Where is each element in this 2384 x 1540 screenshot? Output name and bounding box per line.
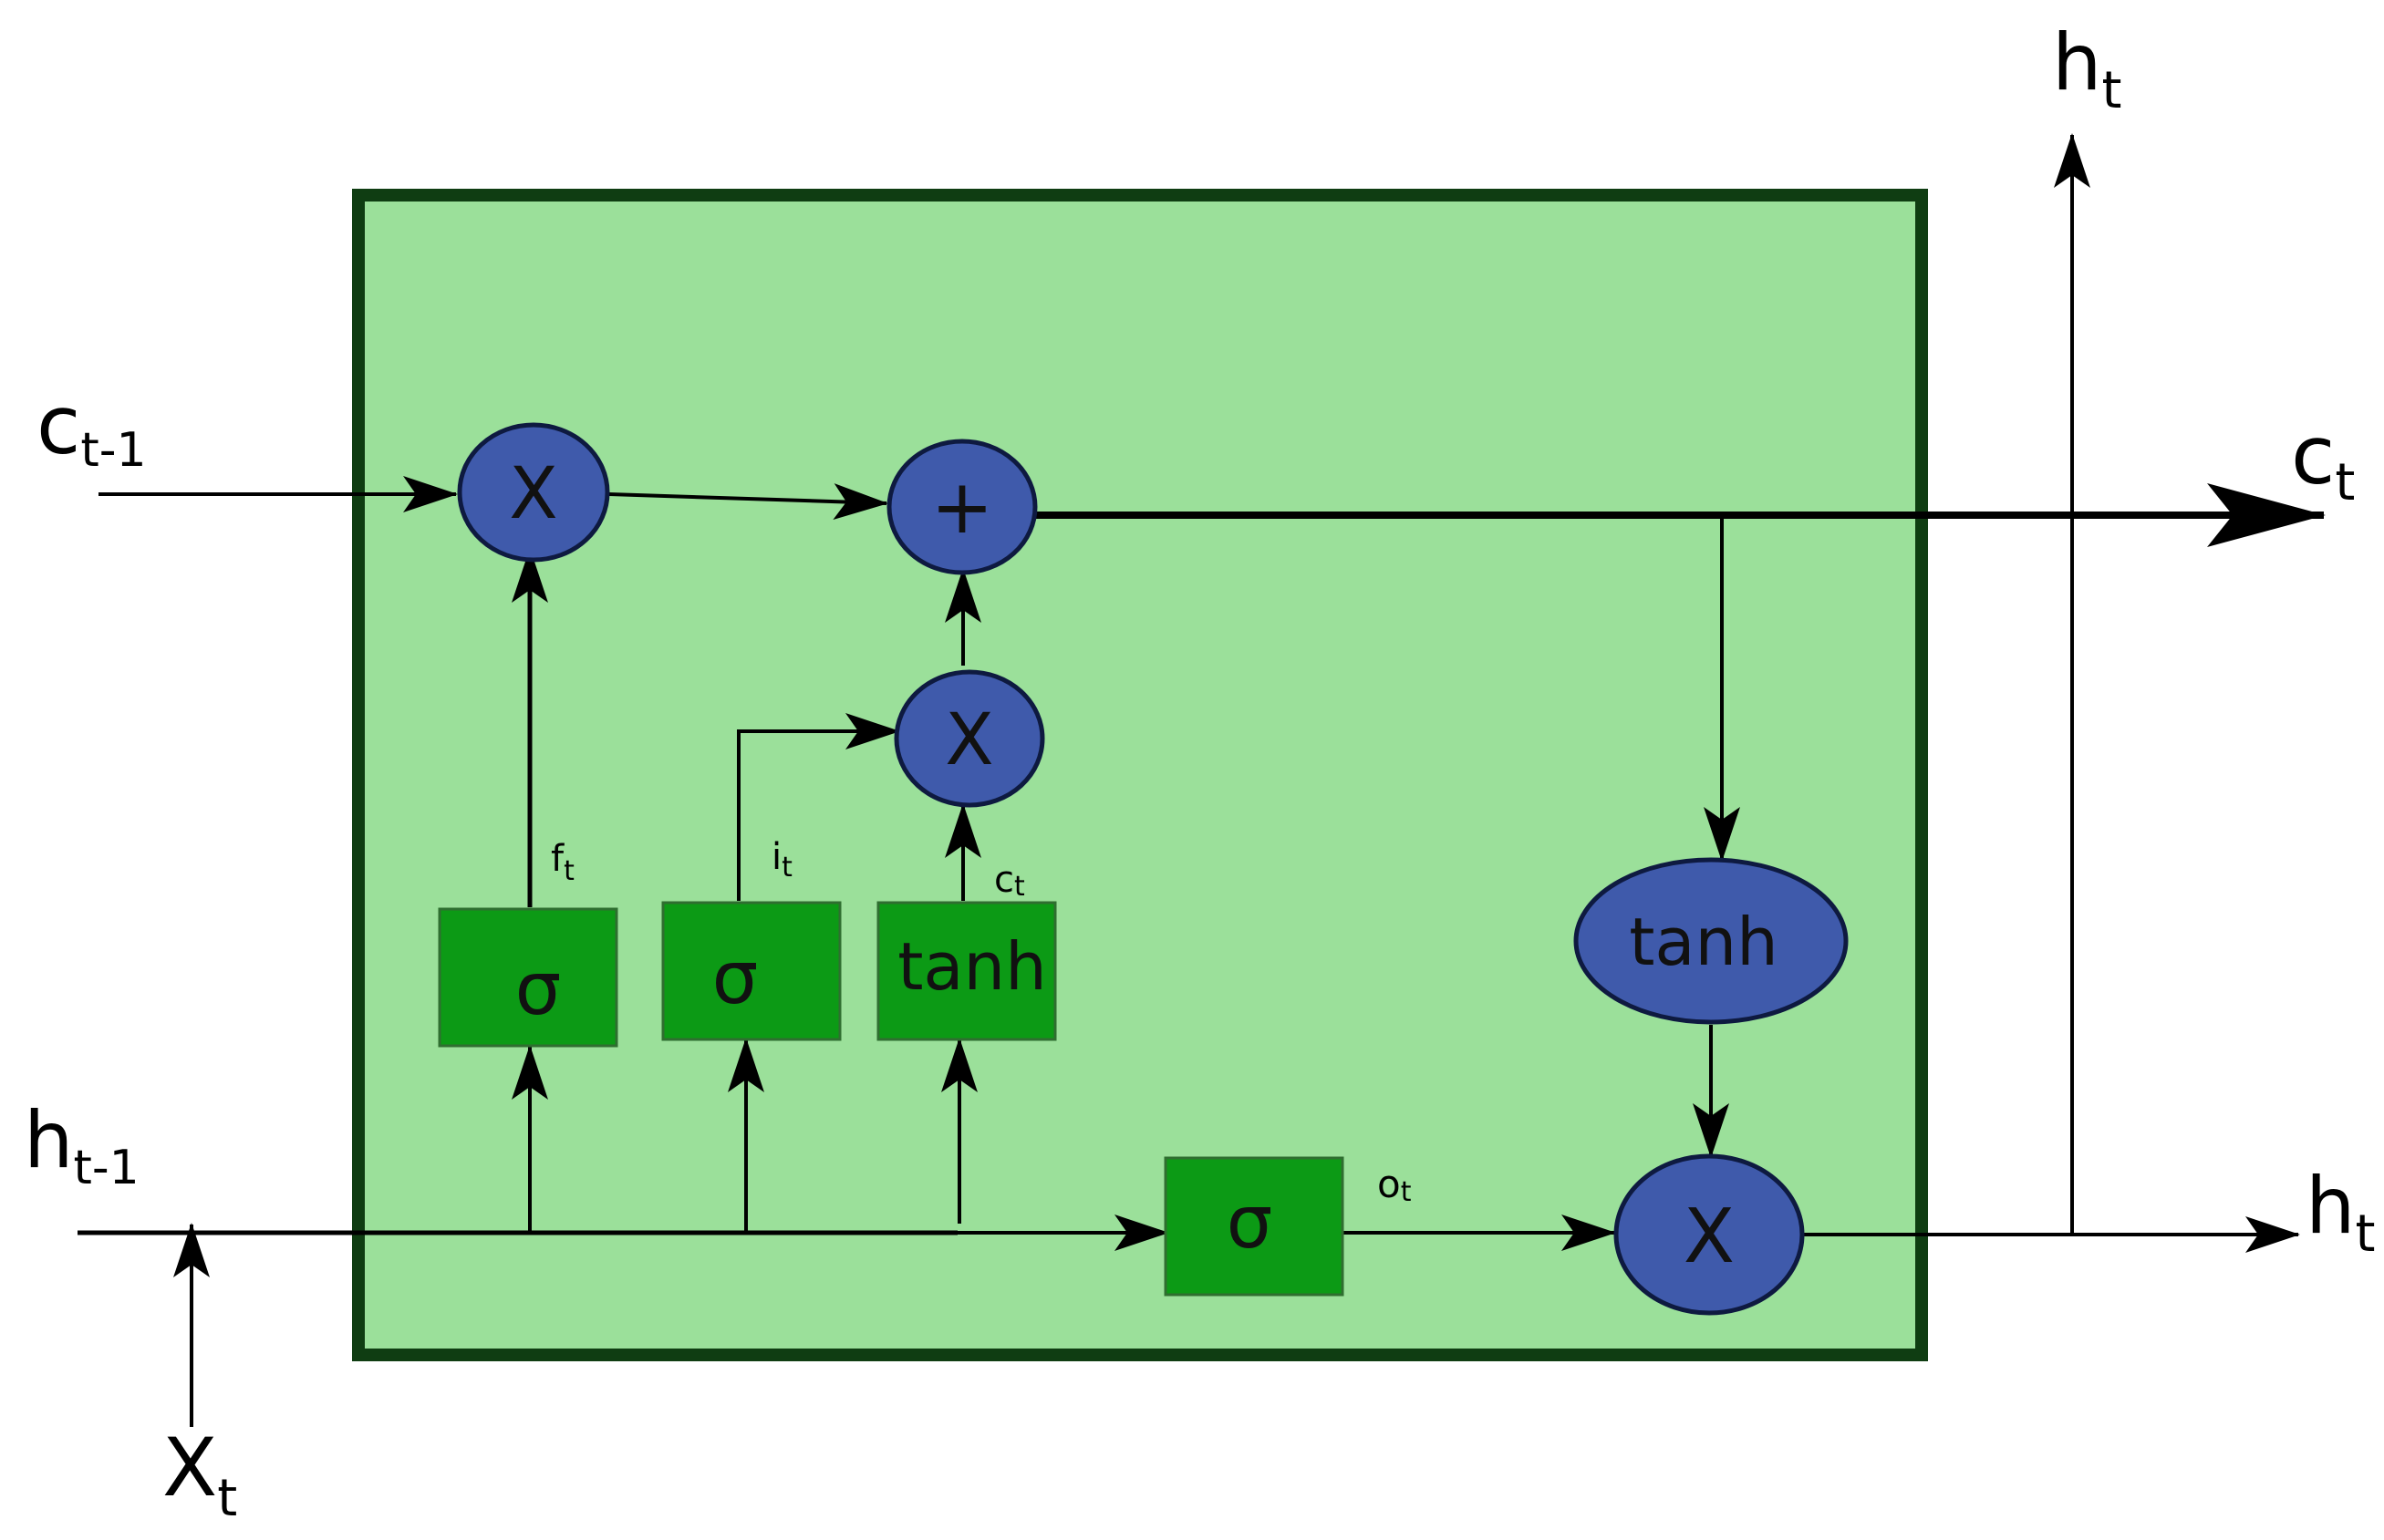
h-output-label: ht <box>2306 1161 2375 1264</box>
forget-multiply-node: X <box>457 422 610 563</box>
tanh-output-node: tanh <box>1573 857 1849 1025</box>
forget-multiply-symbol: X <box>509 453 557 535</box>
h-top-label: ht <box>2052 17 2121 120</box>
x-input-label: Xt <box>162 1421 237 1528</box>
h-prev-label: ht-1 <box>24 1095 140 1195</box>
lstm-cell-box <box>352 189 1928 1361</box>
tanh-output-label: tanh <box>1629 904 1778 980</box>
connections <box>78 133 2326 1427</box>
input-gate-to-mult-arrow <box>737 713 900 901</box>
add-node: + <box>886 439 1038 575</box>
input-multiply-node: X <box>894 669 1045 808</box>
c-output-label: ct <box>2291 408 2355 512</box>
output-multiply-symbol: X <box>1684 1194 1735 1280</box>
forget-gate: σ <box>438 907 618 1048</box>
forget-gate-symbol: σ <box>515 946 562 1031</box>
input-gate: σ <box>661 901 842 1041</box>
candidate-gate-label: tanh <box>897 928 1047 1005</box>
output-multiply-node: X <box>1613 1153 1805 1316</box>
output-gate-symbol: σ <box>1227 1180 1273 1265</box>
forget-to-add-arrow <box>608 483 888 521</box>
output-gate-output-label: ot <box>1377 1162 1412 1208</box>
add-symbol: + <box>931 464 994 551</box>
input-multiply-symbol: X <box>945 699 993 781</box>
input-gate-symbol: σ <box>712 935 759 1020</box>
output-gate: σ <box>1164 1156 1344 1297</box>
input-gate-output-label: it <box>772 836 793 884</box>
c-prev-label: ct-1 <box>36 378 147 478</box>
candidate-output-label: ct <box>994 859 1025 903</box>
forget-gate-output-label: ft <box>551 838 575 887</box>
candidate-gate: tanh <box>876 901 1057 1041</box>
